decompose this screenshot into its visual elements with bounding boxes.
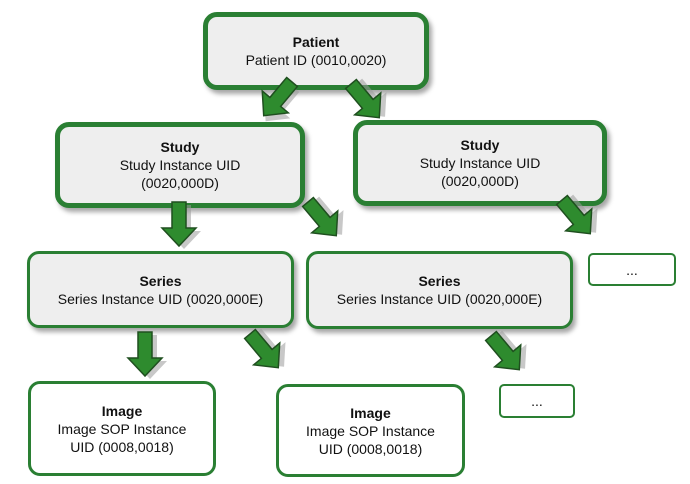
series-uid-label-right: Series Instance UID (0020,000E) (336, 291, 543, 307)
study-uid-tag-left: (0020,000D) (141, 175, 219, 191)
series-node-left: Series Series Instance UID (0020,000E) (27, 251, 294, 328)
arrow-study-to-ellipsis (548, 188, 610, 246)
arrow-patient-to-study-right (337, 72, 399, 130)
series-node-right: Series Series Instance UID (0020,000E) (306, 251, 573, 329)
arrow-series-to-ellipsis (477, 324, 539, 382)
image-uid-label-right: Image SOP Instance (306, 422, 435, 439)
image-title-left: Image (101, 402, 143, 419)
image-uid-tag-left: UID (0008,0018) (70, 438, 174, 455)
patient-title: Patient (292, 34, 340, 50)
image-title-right: Image (350, 404, 391, 421)
image-node-left: Image Image SOP Instance UID (0008,0018) (28, 381, 216, 476)
image-uid-label-left: Image SOP Instance (57, 420, 187, 437)
series-uid-label-left: Series Instance UID (0020,000E) (57, 290, 264, 307)
ellipsis-node-series: ... (499, 384, 575, 418)
ellipsis-node-study: ... (588, 253, 676, 286)
study-node-left: Study Study Instance UID (0020,000D) (55, 122, 305, 208)
patient-node: Patient Patient ID (0010,0020) (203, 12, 429, 90)
study-title-left: Study (160, 139, 200, 155)
study-uid-label-right: Study Instance UID (419, 155, 541, 171)
arrow-patient-to-study-left (249, 70, 307, 133)
image-node-right: Image Image SOP Instance UID (0008,0018) (276, 384, 465, 477)
arrow-study-to-series-left (161, 201, 201, 249)
arrow-study-to-series-right (294, 190, 356, 248)
image-uid-tag-right: UID (0008,0018) (318, 440, 423, 457)
arrow-series-to-image-left (127, 331, 167, 379)
study-uid-tag-right: (0020,000D) (441, 173, 519, 189)
series-title-left: Series (139, 272, 182, 289)
ellipsis-text-series: ... (531, 393, 543, 409)
patient-id-label: Patient ID (0010,0020) (245, 52, 387, 68)
arrow-series-to-image-right (236, 322, 298, 380)
study-node-right: Study Study Instance UID (0020,000D) (353, 120, 607, 206)
study-title-right: Study (460, 137, 500, 153)
series-title-right: Series (418, 273, 461, 289)
ellipsis-text-study: ... (626, 261, 638, 278)
study-uid-label-left: Study Instance UID (119, 157, 241, 173)
